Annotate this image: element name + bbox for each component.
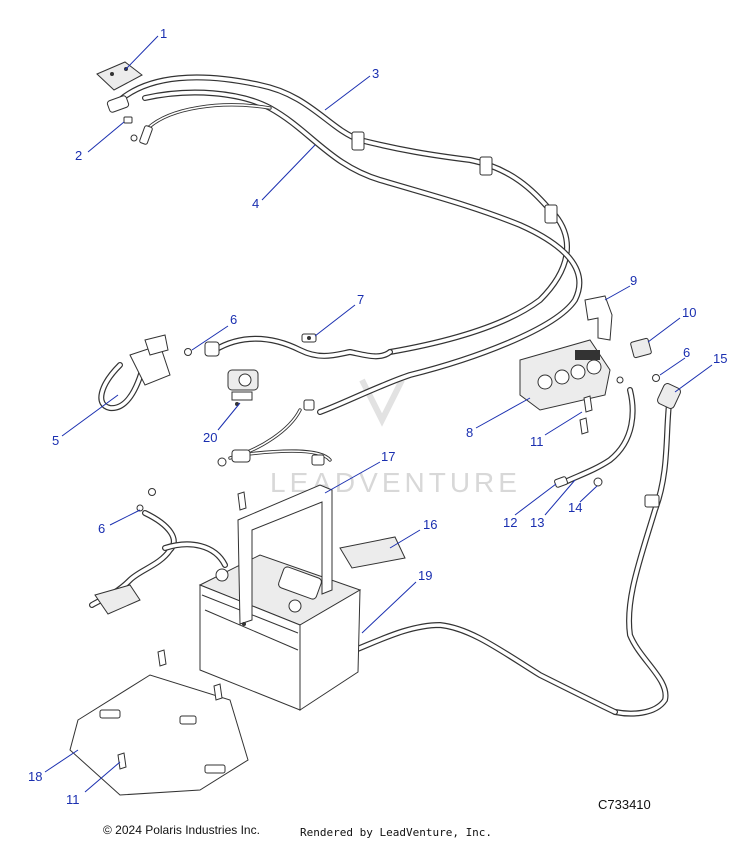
fuse-block-8 — [519, 339, 611, 411]
mounting-plate-1 — [96, 61, 143, 113]
svg-text:6: 6 — [683, 345, 690, 360]
battery-cable-19 — [352, 622, 618, 715]
callout-5: 5 — [52, 394, 119, 448]
callout-20: 20 — [203, 402, 241, 445]
svg-text:6: 6 — [230, 312, 237, 327]
battery-tray-18 — [69, 649, 249, 796]
callouts: 1 2 3 4 5 6 6 6 7 8 9 10 11 11 12 13 14 … — [28, 26, 727, 807]
svg-text:18: 18 — [28, 769, 42, 784]
solenoid-20 — [227, 369, 259, 406]
svg-text:15: 15 — [713, 351, 727, 366]
callout-12: 12 — [503, 483, 557, 530]
callout-11-a: 11 — [530, 411, 583, 449]
battery-bracket-17 — [237, 484, 333, 626]
svg-text:13: 13 — [530, 515, 544, 530]
main-cable-harness-3 — [117, 74, 570, 355]
svg-text:3: 3 — [372, 66, 379, 81]
terminal-12 — [554, 476, 568, 488]
callout-4: 4 — [252, 144, 316, 211]
svg-text:19: 19 — [418, 568, 432, 583]
callout-8: 8 — [466, 397, 531, 440]
battery — [198, 554, 362, 711]
svg-text:14: 14 — [568, 500, 582, 515]
bolts-11-upper — [579, 376, 624, 435]
callout-10: 10 — [647, 305, 696, 343]
cover-10 — [630, 337, 652, 359]
svg-text:4: 4 — [252, 196, 259, 211]
copyright-text: © 2024 Polaris Industries Inc. — [103, 823, 260, 837]
cable-13 — [562, 387, 636, 485]
fitting-7 — [301, 333, 317, 343]
ground-wire — [217, 399, 332, 467]
callout-15: 15 — [674, 351, 727, 393]
label-16 — [339, 536, 406, 569]
svg-text:6: 6 — [98, 521, 105, 536]
callout-3: 3 — [324, 66, 379, 111]
callout-1: 1 — [124, 26, 167, 71]
callout-18: 18 — [28, 749, 79, 784]
callout-19: 19 — [361, 568, 432, 634]
svg-text:17: 17 — [381, 449, 395, 464]
callout-6-c: 6 — [98, 509, 141, 536]
svg-text:2: 2 — [75, 148, 82, 163]
callout-9: 9 — [604, 273, 637, 301]
svg-text:11: 11 — [530, 434, 544, 449]
svg-text:11: 11 — [66, 792, 80, 807]
watermark: LEADVENTURE — [270, 378, 517, 498]
callout-7: 7 — [314, 292, 364, 337]
rendered-by-text: Rendered by LeadVenture, Inc. — [300, 826, 493, 839]
callout-13: 13 — [530, 479, 576, 530]
nut-14 — [593, 477, 603, 487]
callout-16: 16 — [389, 517, 437, 549]
callout-2: 2 — [75, 121, 125, 163]
svg-text:12: 12 — [503, 515, 517, 530]
callout-17: 17 — [324, 449, 395, 494]
callout-11-b: 11 — [66, 761, 121, 807]
diagram-id: C733410 — [598, 797, 651, 812]
callout-6-b: 6 — [659, 345, 690, 376]
svg-text:20: 20 — [203, 430, 217, 445]
svg-text:5: 5 — [52, 433, 59, 448]
cable-clips — [351, 131, 558, 224]
svg-text:1: 1 — [160, 26, 167, 41]
svg-text:10: 10 — [682, 305, 696, 320]
terminal-2 — [123, 103, 272, 145]
nut-6a — [184, 348, 192, 356]
callout-14: 14 — [568, 485, 598, 515]
bolt-17 — [237, 491, 247, 511]
bracket-9 — [584, 295, 613, 341]
solenoid-cable — [204, 335, 393, 360]
svg-text:8: 8 — [466, 425, 473, 440]
negative-cable — [89, 488, 228, 615]
callout-6-a: 6 — [191, 312, 237, 351]
starter-cable-5 — [98, 334, 171, 411]
nut-6b — [652, 374, 660, 382]
cable-15 — [612, 383, 681, 717]
svg-text:7: 7 — [357, 292, 364, 307]
svg-text:9: 9 — [630, 273, 637, 288]
svg-text:16: 16 — [423, 517, 437, 532]
